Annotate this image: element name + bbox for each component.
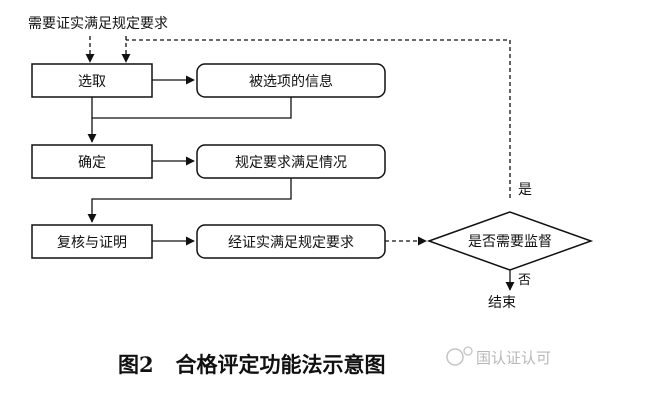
decision-diamond xyxy=(426,211,594,271)
watermark: 国认证认可 xyxy=(446,346,551,367)
input-label: 需要证实满足规定要求 xyxy=(28,16,168,32)
selected-info-label: 被选项的信息 xyxy=(249,73,333,90)
watermark-logo-icon xyxy=(446,348,464,366)
proved-label: 经证实满足规定要求 xyxy=(228,235,354,251)
figure-caption: 图2 合格评定功能法示意图 xyxy=(118,352,386,377)
determine-box xyxy=(31,144,153,179)
end-label: 结束 xyxy=(488,295,516,311)
yes-feedback-loop xyxy=(126,39,511,198)
info-to-determine-arrow xyxy=(87,97,292,143)
review-label: 复核与证明 xyxy=(57,234,127,251)
watermark-logo-dot-icon xyxy=(463,346,473,356)
decision-label: 是否需要监督 xyxy=(468,234,552,250)
watermark-text: 国认证认可 xyxy=(476,349,551,367)
status-to-review-arrow xyxy=(87,178,292,223)
yes-label: 是 xyxy=(518,182,532,198)
determine-label: 确定 xyxy=(78,155,106,171)
requirements-status-label: 规定要求满足情况 xyxy=(235,155,347,171)
no-label: 否 xyxy=(518,273,531,288)
select-label: 选取 xyxy=(78,74,106,90)
